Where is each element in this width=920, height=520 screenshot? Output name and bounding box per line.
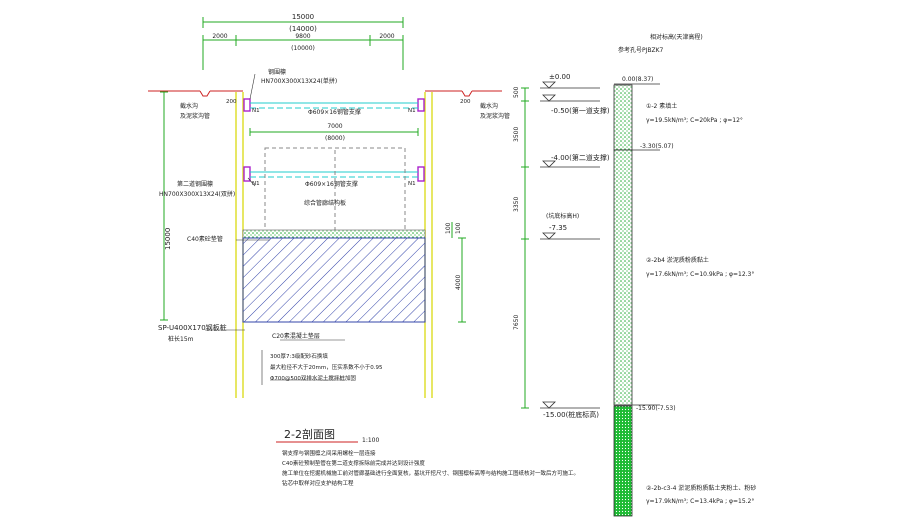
tag-n1-a: N1 <box>252 108 260 114</box>
note-2: C40素砼预制垫管在第二道支撑拆除前完成并达到设计强度 <box>282 459 425 467</box>
elev-0: ±0.00 <box>549 73 570 81</box>
elevation-column <box>521 87 529 409</box>
ground-line <box>148 90 502 97</box>
section-scale: 1:100 <box>362 437 379 444</box>
right-small-dims <box>451 222 466 323</box>
layer3-params: γ=17.9kN/m³; C=13.4kPa ; φ=15.2° <box>646 498 754 505</box>
tag-n1-b: N1 <box>408 108 416 114</box>
label-drain-right-sub: 及泥浆沟管 <box>480 112 510 120</box>
seg-500: 500 <box>513 86 520 98</box>
borehole-id: 参考孔号PJBZK7 <box>618 46 664 54</box>
label-c40: C40素砼垫管 <box>187 235 223 243</box>
seg-3350: 3350 <box>513 197 520 212</box>
label-second-purlin: 第二道钢围檩 <box>177 180 213 188</box>
borehole-top: 0.00(8.37) <box>622 76 653 83</box>
label-pile-length: 桩长15m <box>168 335 194 343</box>
section-title: 2-2剖面图 <box>284 427 335 441</box>
dim-100-b: 100 <box>455 222 462 234</box>
layer2-name: ②-2b4 淤泥质粉质黏土 <box>646 256 709 264</box>
struts <box>250 102 418 178</box>
top-dimensions <box>202 17 404 70</box>
borehole-layer-1 <box>613 84 633 151</box>
borehole-mid2: -15.90(-7.53) <box>636 405 676 412</box>
elev-1: -0.50(第一道支撑) <box>551 106 610 115</box>
label-gravel-3: Φ700@500双排水泥土搅拌桩加固 <box>270 374 356 382</box>
borehole-title: 相对标高(天津高程) <box>650 33 703 41</box>
leader-lines <box>205 73 345 385</box>
dim-right: 2000 <box>379 33 394 40</box>
seg-3500: 3500 <box>513 127 520 142</box>
label-pipe-strut-1: Φ609×16钢管支撑 <box>308 108 361 116</box>
label-utility-tunnel: 综合管廊结构板 <box>304 199 346 207</box>
dim-left: 2000 <box>212 33 227 40</box>
dim-200-left: 200 <box>226 99 237 105</box>
dim-inner-width: 7000 <box>327 123 342 130</box>
layer1-name: ①-2 素填土 <box>646 102 677 110</box>
purlin-markers <box>243 98 425 182</box>
borehole-layer-2 <box>613 149 633 406</box>
note-4: 钻芯中取样对应支护结构工程 <box>282 479 354 487</box>
label-purlin-spec-1: HN700X300X13X24(单拼) <box>261 77 337 85</box>
elev-2: -4.00(第二道支撑) <box>551 153 610 162</box>
layer2-params: γ=17.6kN/m³; C=10.9kPa ; φ=12.3° <box>646 271 754 278</box>
label-drain-left: 截水沟 <box>180 102 198 110</box>
utility-tunnel <box>264 147 406 234</box>
label-c20: C20素混凝土垫层 <box>272 332 320 340</box>
dim-100-a: 100 <box>445 222 452 234</box>
label-drain-right: 截水沟 <box>480 102 498 110</box>
vertical-total-dim <box>160 91 168 321</box>
seg-7650: 7650 <box>513 315 520 330</box>
note-3: 施工单位在挖掘机械施工前对管廊基础进行全面复核，基坑开挖尺寸、钢围檩标高等与结构… <box>282 469 579 477</box>
dim-center: 9800 <box>295 33 310 40</box>
c40-layer <box>242 229 426 239</box>
dim-inner-width-sub: (8000) <box>325 135 345 142</box>
tag-n1-c: N1 <box>252 181 260 187</box>
dim-vertical-total: 15000 <box>164 228 172 250</box>
dim-total: 15000 <box>292 13 314 21</box>
borehole-layer-3 <box>613 405 633 517</box>
dim-center-sub: (10000) <box>291 45 315 52</box>
elev-4: -15.00(桩底标高) <box>543 410 599 419</box>
label-gravel-2: 最大粒径不大于20mm，压实系数不小于0.95 <box>270 363 383 371</box>
label-steel-purlin: 钢围檩 <box>268 68 286 76</box>
layer1-params: γ=19.5kN/m³; C=20kPa ; φ=12° <box>646 117 743 124</box>
inner-width-dim <box>249 128 419 136</box>
improved-soil-zone <box>242 237 426 323</box>
elevation-marks <box>540 81 600 409</box>
label-purlin-spec-2: HN700X300X13X24(双拼) <box>159 190 235 198</box>
note-1: 钢支撑与钢围檩之间采用螺栓一层连接 <box>282 449 376 457</box>
label-gravel-1: 300厚7:3级配砂石换填 <box>270 352 328 360</box>
label-drain-left-sub: 及泥浆沟管 <box>180 112 210 120</box>
elev-3: -7.35 <box>549 224 567 232</box>
dim-200-right: 200 <box>460 99 471 105</box>
tag-n1-d: N1 <box>408 181 416 187</box>
borehole-mid1: -3.30(5.07) <box>640 143 674 150</box>
label-sheet-pile: SP-U400X170钢板桩 <box>158 323 227 332</box>
label-pipe-strut-2: Φ609×16钢管支撑 <box>305 180 358 188</box>
dim-4000: 4000 <box>455 275 462 290</box>
layer3-name: ②-2b-c3-4 淤泥质粉质黏土夹粉土、粉砂 <box>646 484 756 492</box>
elev-3-note: (坑底标高H) <box>546 212 579 220</box>
dim-inner: (14000) <box>289 25 317 33</box>
